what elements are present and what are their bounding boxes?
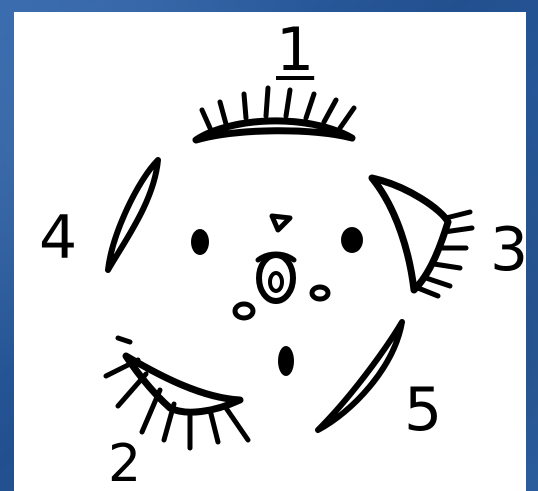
eye-2-with-lashes	[106, 338, 248, 448]
left-dot	[191, 229, 209, 255]
small-triangle	[272, 216, 290, 230]
right-dot	[341, 227, 363, 253]
small-oval-left	[235, 304, 253, 318]
eye-4	[108, 160, 158, 270]
bottom-dot	[278, 346, 294, 376]
center-ring-inner	[270, 273, 282, 291]
eye-3-with-lashes	[372, 178, 472, 296]
number-label-4: 4	[39, 208, 77, 268]
eye-1-with-lashes	[196, 88, 354, 140]
small-oval-right	[312, 287, 328, 299]
center-features	[191, 216, 363, 376]
number-label-2: 2	[108, 438, 141, 490]
eye-5	[318, 322, 402, 430]
center-ring	[259, 255, 293, 301]
face-drawing	[14, 12, 526, 491]
number-label-3: 3	[490, 220, 528, 280]
number-label-5: 5	[404, 380, 442, 440]
drawing-canvas: 1 3 4 5 2	[14, 12, 526, 491]
number-label-1: 1	[276, 20, 314, 80]
